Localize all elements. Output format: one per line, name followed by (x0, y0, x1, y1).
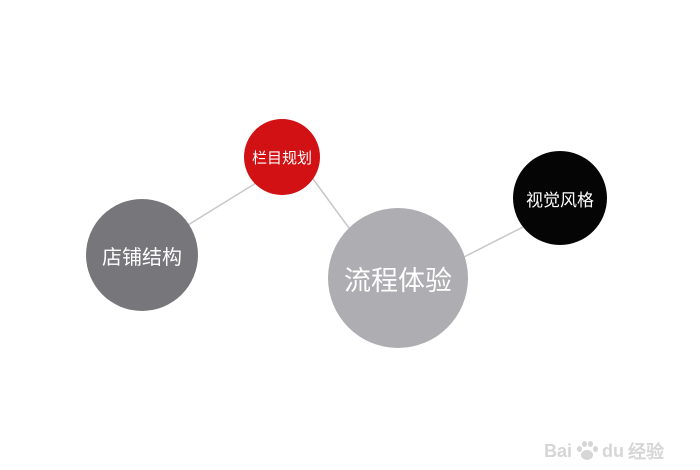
node-visual-style: 视觉风格 (513, 151, 607, 245)
node-column-planning: 栏目规划 (244, 119, 320, 195)
node-column-planning-label: 栏目规划 (251, 148, 312, 167)
node-process-experience: 流程体验 (328, 208, 468, 348)
watermark-brand-du: du (602, 440, 624, 461)
connector-column-to-flow (312, 178, 350, 229)
node-visual-style-label: 视觉风格 (526, 190, 594, 211)
watermark-brand-latin: Bai (543, 440, 572, 461)
connector-store-to-column (187, 182, 257, 226)
baidu-jingyan-watermark: Bai du 经验 (544, 438, 664, 464)
connector-flow-to-visual (463, 226, 524, 258)
watermark-brand-suffix: 经验 (628, 442, 664, 462)
paw-icon (576, 441, 598, 461)
node-store-structure: 店铺结构 (86, 199, 198, 311)
node-store-structure-label: 店铺结构 (102, 244, 182, 269)
node-process-experience-label: 流程体验 (344, 265, 452, 297)
